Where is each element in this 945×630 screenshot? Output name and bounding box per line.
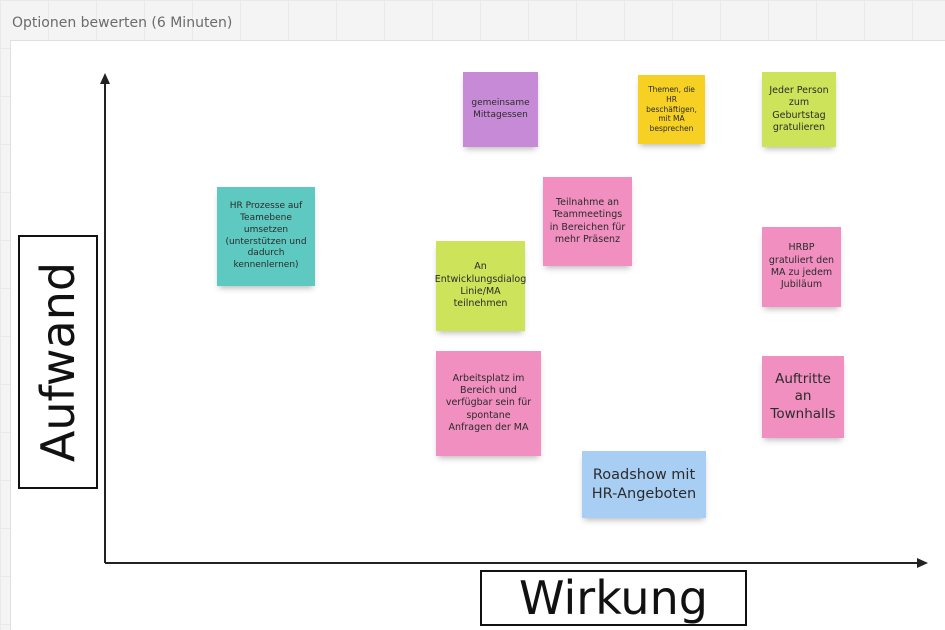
sticky-text: gemeinsame Mittagessen xyxy=(471,97,530,120)
sticky-note[interactable]: Arbeitsplatz im Bereich und verfügbar se… xyxy=(436,351,541,456)
sticky-note[interactable]: HRBP gratuliert den MA zu jedem Jubiläum xyxy=(762,227,841,307)
x-axis-label-text: Wirkung xyxy=(519,571,708,625)
y-axis-arrow-icon xyxy=(100,73,110,84)
sticky-text: HRBP gratuliert den MA zu jedem Jubiläum xyxy=(768,242,835,291)
sticky-note[interactable]: HR Prozesse auf Teamebene umsetzen (unte… xyxy=(217,187,315,286)
sticky-text: Arbeitsplatz im Bereich und verfügbar se… xyxy=(445,372,532,434)
sticky-text: HR Prozesse auf Teamebene umsetzen (unte… xyxy=(225,201,307,270)
sticky-text: Auftritte an Townhalls xyxy=(770,370,836,422)
sticky-text: Roadshow mit HR-Angeboten xyxy=(591,466,697,502)
sticky-note[interactable]: Themen, die HR beschäftigen, mit MA besp… xyxy=(638,75,705,144)
sticky-note[interactable]: Teilnahme an Teammeetings in Bereichen f… xyxy=(543,177,632,266)
y-axis-label[interactable]: Aufwand xyxy=(18,235,98,489)
sticky-text: Jeder Person zum Geburtstag gratulieren xyxy=(769,84,829,133)
sticky-note[interactable]: An Entwicklungsdialog Linie/MA teilnehme… xyxy=(434,241,527,331)
sticky-note[interactable]: Jeder Person zum Geburtstag gratulieren xyxy=(762,72,836,147)
y-axis-label-text: Aufwand xyxy=(31,261,86,463)
sticky-note[interactable]: gemeinsame Mittagessen xyxy=(463,72,538,147)
sticky-note[interactable]: Roadshow mit HR-Angeboten xyxy=(582,451,706,518)
sticky-text: Themen, die HR beschäftigen, mit MA besp… xyxy=(646,85,697,134)
sticky-text: An Entwicklungsdialog Linie/MA teilnehme… xyxy=(434,261,527,310)
x-axis-arrow-icon xyxy=(917,558,928,568)
x-axis-label[interactable]: Wirkung xyxy=(480,570,747,626)
sticky-text: Teilnahme an Teammeetings in Bereichen f… xyxy=(549,196,626,245)
frame-title: Optionen bewerten (6 Minuten) xyxy=(12,15,233,31)
sticky-note[interactable]: Auftritte an Townhalls xyxy=(762,356,844,438)
